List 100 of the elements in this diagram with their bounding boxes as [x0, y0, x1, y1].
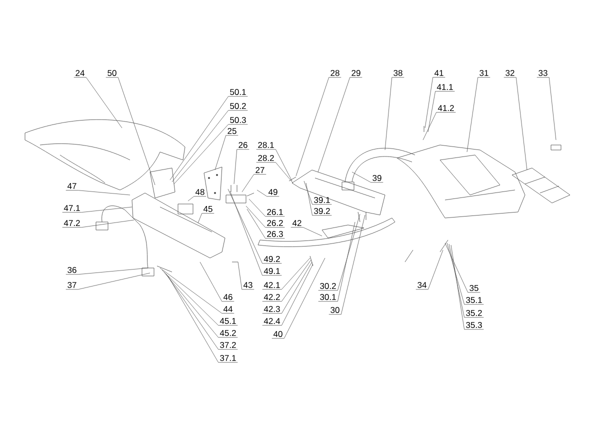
callout-number: 25 — [226, 128, 238, 136]
leader-line — [162, 270, 219, 326]
callout-number: 49.2 — [262, 256, 282, 264]
leader-line — [246, 206, 266, 228]
leader-line — [174, 124, 229, 184]
callout-number: 47.1 — [62, 205, 82, 213]
callout-number: 26.1 — [265, 209, 285, 217]
leader-line — [444, 242, 468, 293]
callout-number: 39.2 — [312, 208, 332, 216]
leader-line — [78, 272, 150, 290]
leader-line — [466, 77, 478, 152]
callout-number: 41.1 — [435, 84, 455, 92]
leader-line — [78, 190, 130, 196]
leader-line — [78, 268, 148, 275]
callout-number: 50.1 — [228, 89, 248, 97]
leader-line — [230, 190, 263, 276]
callout-number: 42.4 — [262, 318, 282, 326]
callout-number: 24 — [74, 70, 86, 78]
callout-number: 26.2 — [265, 220, 285, 228]
leader-line — [306, 182, 313, 216]
leader-line — [81, 220, 134, 228]
leader-line — [166, 274, 219, 350]
callout-number: 30.2 — [318, 283, 338, 291]
leader-line — [428, 91, 436, 132]
callout-number: 47 — [66, 183, 78, 191]
callout-number: 49 — [266, 189, 280, 197]
callout-number: 42 — [290, 220, 304, 228]
leader-line — [548, 77, 556, 140]
callout-number: 49.1 — [262, 268, 282, 276]
leader-line — [296, 77, 330, 176]
callout-number: 42.1 — [262, 282, 282, 290]
callout-number: 42.3 — [262, 306, 282, 314]
callout-number: 45 — [202, 206, 214, 214]
callout-number: 33 — [536, 70, 550, 78]
leader-line — [281, 262, 312, 314]
callout-number: 42.2 — [262, 294, 282, 302]
leader-line — [81, 206, 132, 213]
callout-number: 37.2 — [218, 342, 238, 350]
leader-line — [284, 258, 326, 339]
leader-line — [228, 188, 263, 264]
callout-number: 26 — [236, 142, 250, 150]
leader-line — [238, 262, 242, 290]
leader-line — [448, 244, 465, 318]
leader-line — [234, 149, 238, 184]
leader-line — [188, 196, 194, 202]
leader-line — [352, 172, 372, 183]
leader-line — [450, 244, 465, 330]
callout-number: 28 — [328, 70, 342, 78]
callout-number: 45.1 — [218, 318, 238, 326]
leader-line — [275, 162, 294, 184]
callout-number: 30.1 — [318, 294, 338, 302]
leader-line — [384, 77, 392, 150]
leader-line — [422, 112, 437, 140]
leader-line — [86, 77, 122, 128]
callout-number: 29 — [350, 70, 362, 78]
callout-number: 39.1 — [312, 197, 332, 205]
leader-line — [304, 180, 313, 205]
leader-line — [337, 222, 356, 302]
callout-number: 38 — [392, 70, 404, 78]
leader-line — [242, 174, 254, 192]
leader-line — [118, 77, 156, 186]
leader-line — [200, 262, 222, 302]
leader-line — [281, 260, 312, 302]
callout-number: 35 — [468, 285, 480, 293]
callout-number: 35.2 — [464, 310, 484, 318]
callout-number: 39 — [370, 175, 384, 183]
callout-number: 27 — [254, 167, 266, 175]
leader-line — [446, 242, 465, 305]
callout-number: 50 — [106, 70, 118, 78]
leader-line — [160, 268, 222, 314]
callout-number: 30 — [328, 307, 342, 315]
callout-number: 41 — [432, 70, 446, 78]
leader-line — [281, 258, 310, 290]
leader-line — [424, 77, 434, 128]
callout-number: 37.1 — [218, 355, 238, 363]
leader-line — [275, 149, 292, 182]
callout-number: 50.3 — [228, 117, 248, 125]
callout-number: 34 — [416, 282, 428, 290]
callout-number: 44 — [222, 306, 234, 314]
leader-line — [214, 135, 226, 170]
leader-line — [516, 77, 528, 170]
callout-number: 41.2 — [436, 105, 456, 113]
leader-line — [302, 227, 322, 236]
callout-number: 26.3 — [265, 231, 285, 239]
callout-number: 45.2 — [218, 330, 238, 338]
callout-number: 50.2 — [228, 103, 248, 111]
leader-line — [164, 272, 219, 338]
callout-number: 32 — [504, 70, 516, 78]
leader-line — [172, 110, 229, 182]
leader-line — [281, 264, 314, 326]
callout-number: 43 — [242, 282, 254, 290]
leader-line — [428, 250, 444, 290]
leader-line — [337, 214, 360, 291]
callout-number: 28.1 — [256, 142, 276, 150]
leader-line — [318, 77, 350, 172]
leader-line — [340, 214, 366, 315]
leader-line — [256, 190, 268, 197]
callout-number: 37 — [66, 282, 78, 290]
leader-line — [198, 213, 202, 224]
callout-number: 28.2 — [256, 155, 276, 163]
